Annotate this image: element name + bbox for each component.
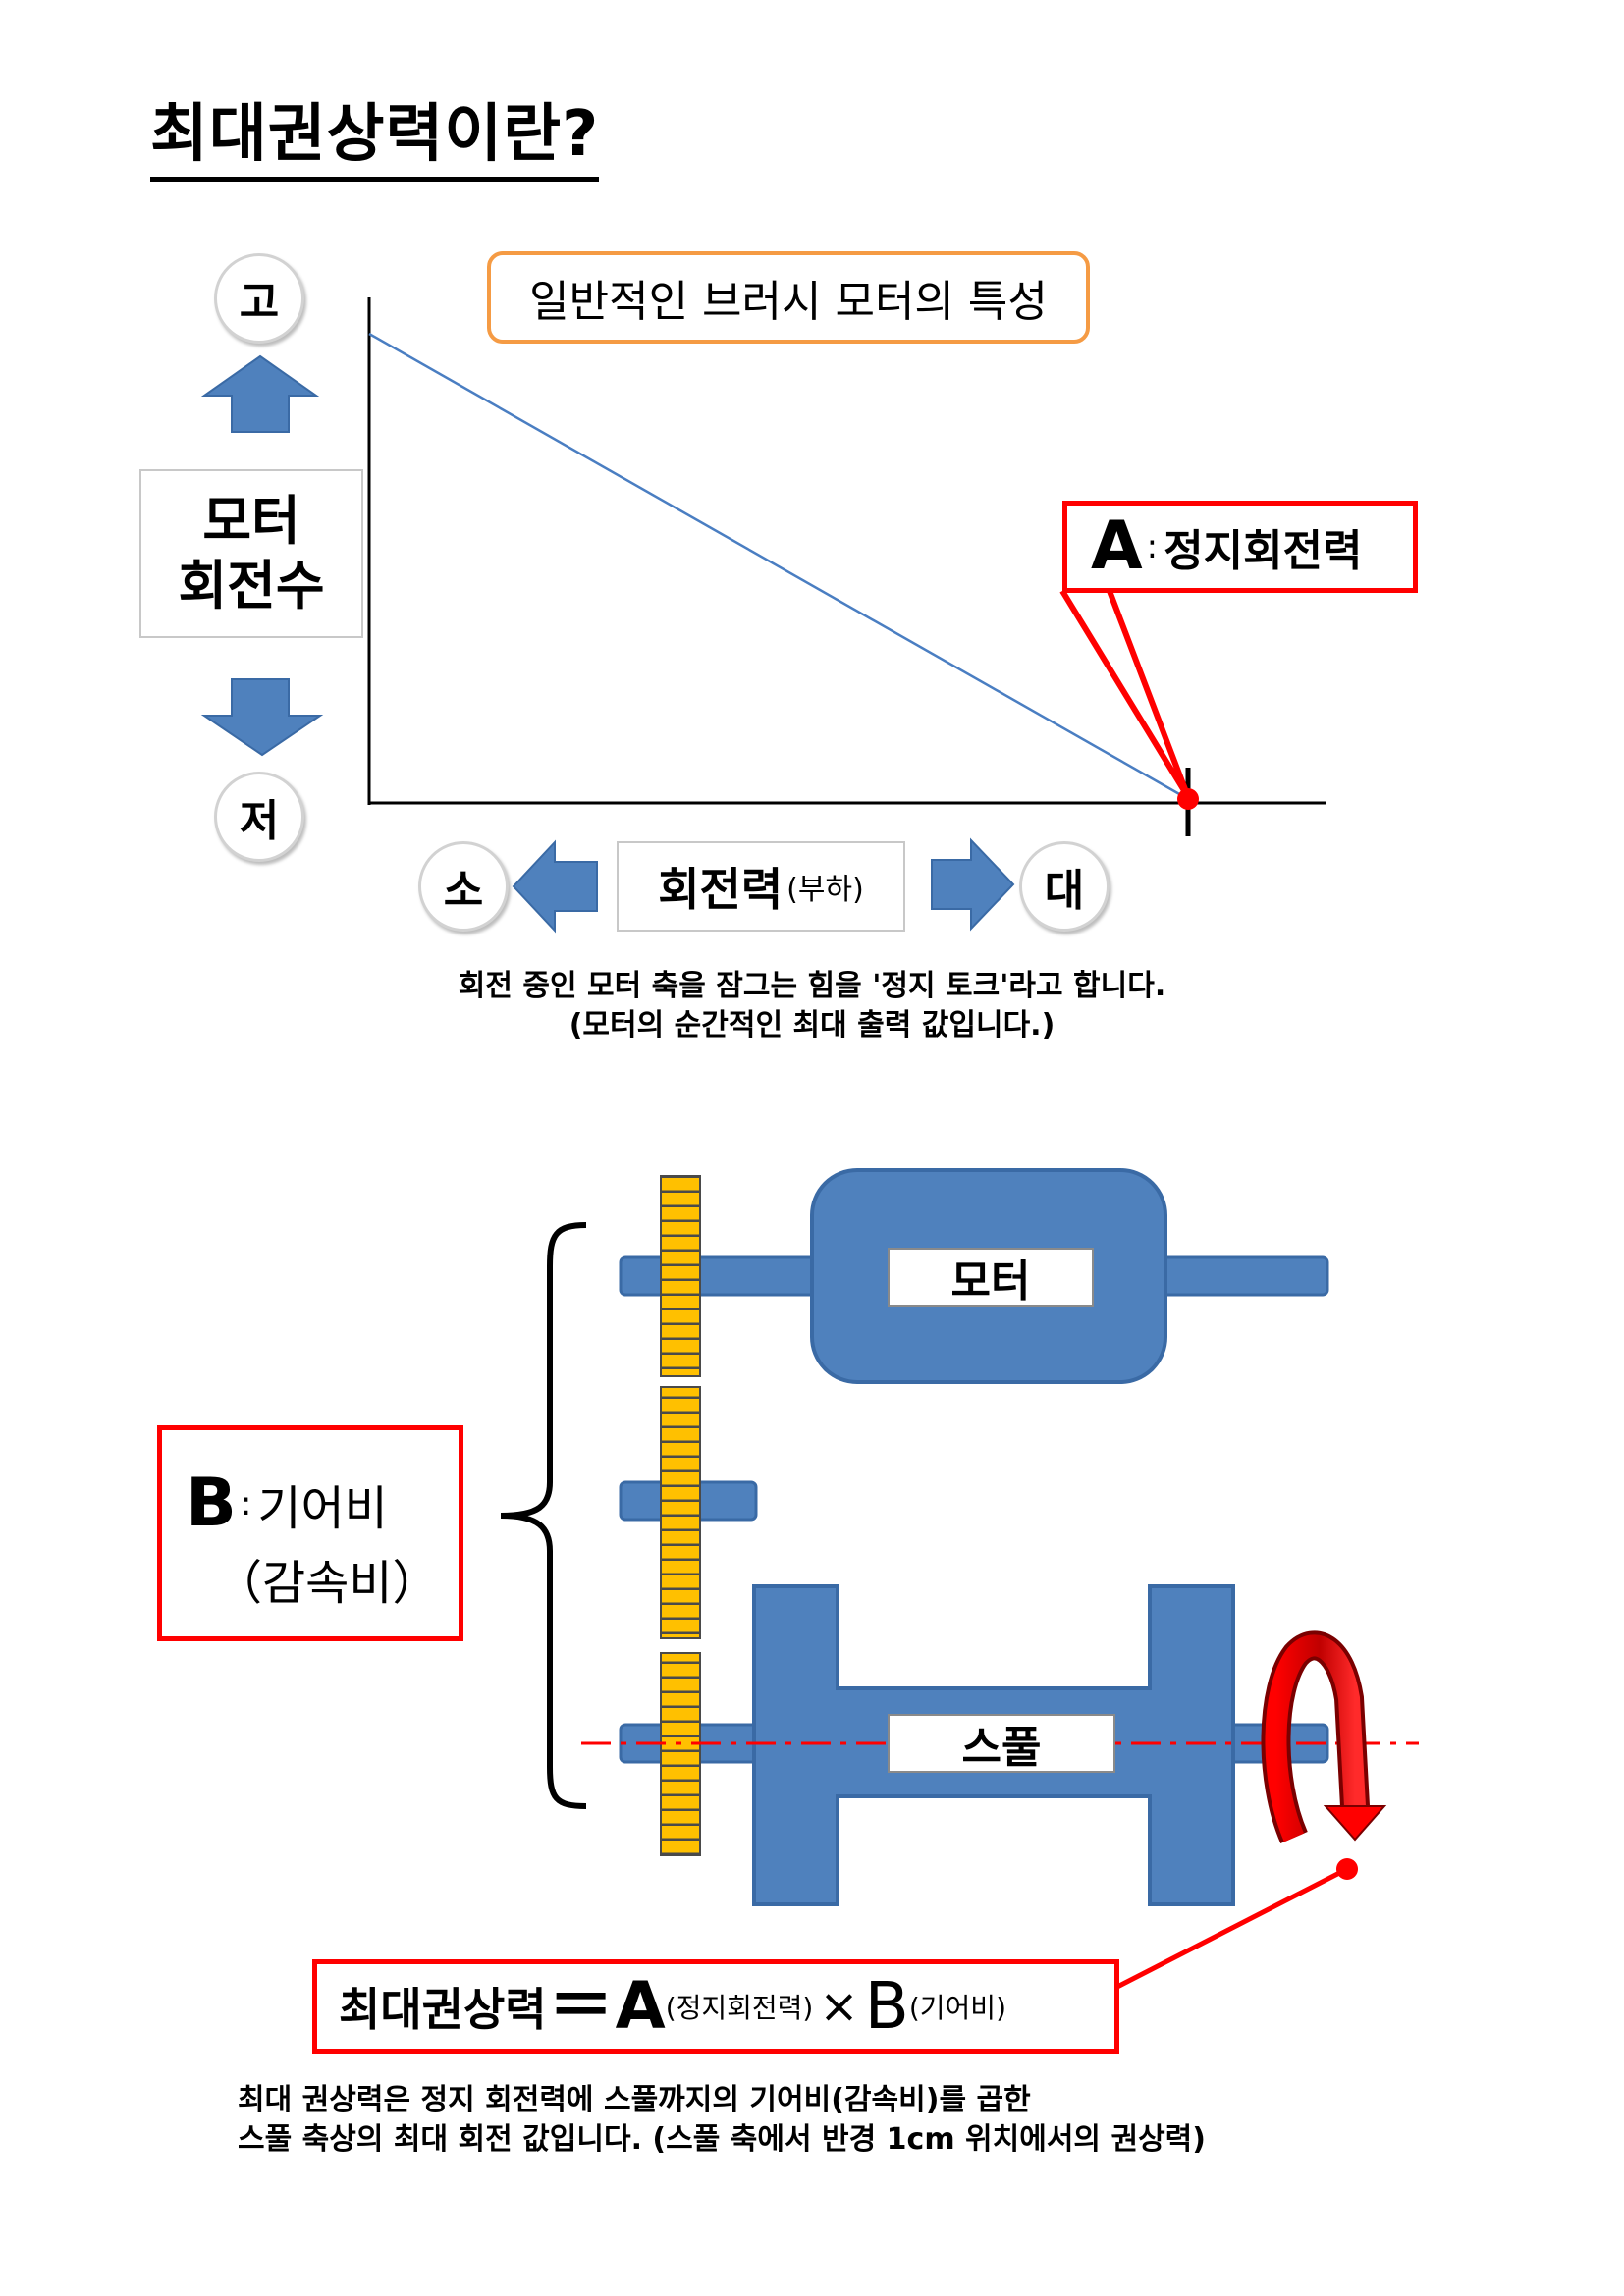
callout-b: B : 기어비 （감속비） — [157, 1425, 463, 1641]
spool-label-text: 스풀 — [961, 1723, 1042, 1773]
y-axis-label-line1: 모터 — [202, 490, 300, 552]
bottom-note-line1: 최대 권상력은 정지 회전력에 스풀까지의 기어비(감속비)를 곱한 — [238, 2083, 1031, 2117]
x-small-badge: 소 — [418, 841, 509, 932]
callout-a: A : 정지회전력 — [1062, 501, 1418, 593]
formula-b-sub: (기어비) — [908, 1992, 1006, 2024]
gear-3 — [660, 1652, 701, 1856]
arrow-up-icon — [200, 354, 320, 433]
page-title: 최대권상력이란? — [150, 94, 600, 182]
callout-a-pointer — [1059, 589, 1191, 799]
brace-icon — [500, 1222, 587, 1809]
motor-label: 모터 — [888, 1248, 1094, 1307]
formula-equals: ＝ — [548, 1968, 614, 2044]
callout-b-letter: B — [186, 1465, 237, 1542]
formula-box: 최대권상력 ＝ A (정지회전력) × B (기어비) — [312, 1959, 1119, 2054]
x-large-badge: 대 — [1019, 841, 1110, 932]
y-low-text: 저 — [239, 796, 280, 846]
callout-a-text: 정지회전력 — [1164, 526, 1363, 576]
chart-note: 회전 중인 모터 축을 잠그는 힘을 '정지 토크'라고 합니다. (모터의 순… — [0, 967, 1624, 1045]
bottom-note-line2: 스풀 축상의 최대 회전 값입니다. (스풀 축에서 반경 1cm 위치에서의 … — [238, 2122, 1206, 2157]
y-high-badge: 고 — [214, 253, 304, 344]
callout-a-colon: : — [1146, 527, 1159, 566]
formula-b-letter: B — [864, 1968, 909, 2044]
y-axis-label: 모터 회전수 — [139, 469, 363, 638]
formula-pointer — [1113, 1858, 1358, 1991]
gear-1 — [660, 1175, 701, 1377]
arrow-right-icon — [931, 837, 1015, 932]
spool-label: 스풀 — [888, 1714, 1115, 1773]
formula-a-sub: (정지회전력) — [665, 1992, 814, 2024]
y-high-text: 고 — [239, 278, 280, 328]
formula-term: 최대권상력 — [339, 1983, 547, 2036]
callout-b-text: 기어비 — [257, 1481, 388, 1536]
stall-point-marker — [1177, 788, 1199, 810]
chart-note-line2: (모터의 순간적인 최대 출력 값입니다.) — [568, 1008, 1056, 1042]
callout-a-letter: A — [1091, 507, 1143, 585]
x-axis-label: 회전력 (부하) — [617, 841, 905, 932]
chart-note-line1: 회전 중인 모터 축을 잠그는 힘을 '정지 토크'라고 합니다. — [458, 969, 1166, 1003]
callout-b-colon: : — [240, 1484, 252, 1523]
callout-b-text2: （감속비） — [215, 1556, 440, 1611]
rotation-arrow-icon — [1261, 1630, 1387, 1843]
formula-a-letter: A — [615, 1968, 666, 2044]
x-large-text: 대 — [1044, 866, 1085, 916]
formula-times: × — [819, 1979, 859, 2034]
chart-caption: 일반적인 브러시 모터의 특성 — [487, 251, 1090, 344]
gear-2 — [660, 1386, 701, 1639]
chart-caption-text: 일반적인 브러시 모터의 특성 — [529, 277, 1048, 327]
arrow-down-icon — [200, 678, 324, 757]
x-small-text: 소 — [443, 866, 484, 916]
speed-torque-line — [368, 332, 1189, 801]
y-axis-label-line2: 회전수 — [178, 555, 325, 616]
arrow-left-icon — [512, 839, 598, 934]
bottom-note: 최대 권상력은 정지 회전력에 스풀까지의 기어비(감속비)를 곱한 스풀 축상… — [238, 2081, 1206, 2160]
motor-label-text: 모터 — [950, 1256, 1031, 1307]
x-axis-label-sub: (부하) — [786, 873, 864, 907]
y-low-badge: 저 — [214, 772, 304, 862]
x-axis-label-main: 회전력 — [658, 863, 784, 916]
